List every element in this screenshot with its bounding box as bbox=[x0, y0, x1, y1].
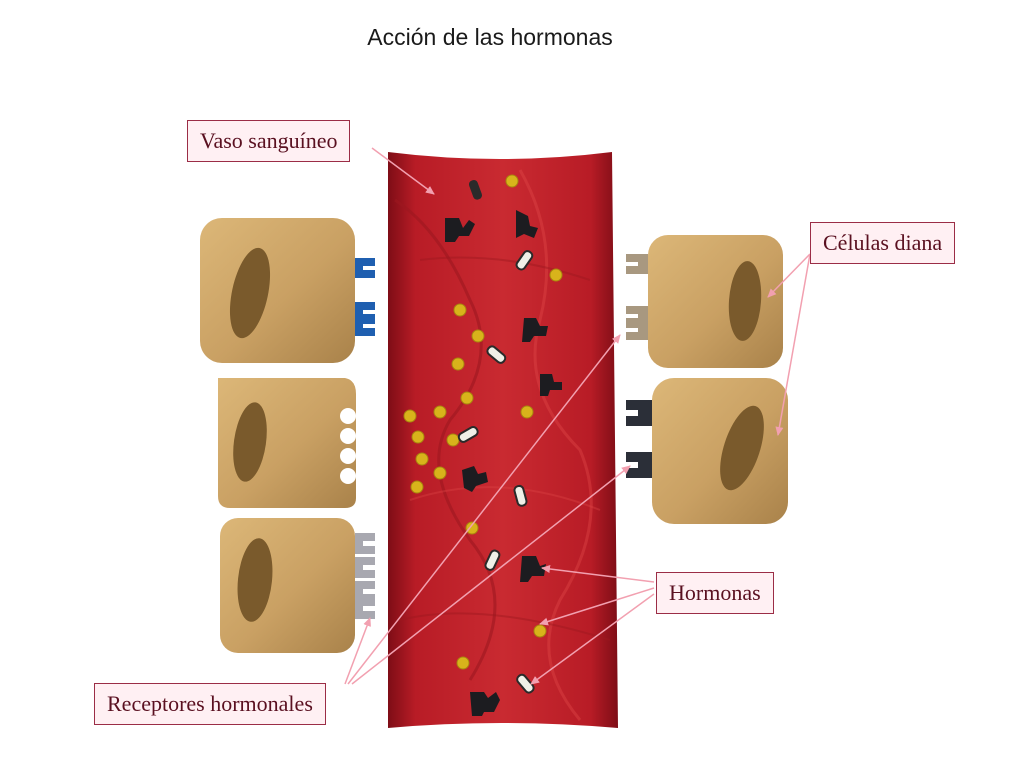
receptor-arrow-1 bbox=[344, 617, 371, 685]
annotation-arrows bbox=[344, 147, 811, 685]
hormone-arrow-2 bbox=[539, 587, 655, 626]
blood-vessel bbox=[388, 152, 618, 728]
receptors-grey bbox=[355, 533, 375, 619]
vessel-arrow bbox=[371, 147, 435, 195]
target-cell-arrow-1 bbox=[767, 253, 811, 298]
page-title: Acción de las hormonas bbox=[367, 24, 613, 50]
receptor-arrow-3 bbox=[351, 465, 631, 685]
label-celulas-diana: Células diana bbox=[810, 222, 956, 264]
receptor-slot bbox=[340, 468, 356, 484]
target-cell-right-1 bbox=[648, 235, 783, 368]
target-cell-arrow-2 bbox=[775, 253, 811, 436]
target-cell-right-2 bbox=[652, 378, 788, 524]
label-hormonas: Hormonas bbox=[656, 572, 774, 614]
target-cell-left-3 bbox=[220, 518, 355, 653]
nucleus bbox=[720, 405, 764, 491]
hormones-dark bbox=[445, 210, 562, 716]
receptors-tan bbox=[626, 254, 648, 340]
label-vaso-sanguineo: Vaso sanguíneo bbox=[187, 120, 351, 162]
hormone-arrow-1 bbox=[541, 565, 655, 583]
receptor-slot bbox=[340, 408, 356, 424]
nucleus bbox=[237, 538, 273, 622]
receptor-slot bbox=[340, 428, 356, 444]
hormones-capsule bbox=[457, 180, 535, 694]
receptor-slot bbox=[340, 448, 356, 464]
label-receptores-hormonales: Receptores hormonales bbox=[94, 683, 326, 725]
receptors-dark bbox=[626, 400, 652, 478]
receptors-blue bbox=[355, 258, 375, 336]
receptor-arrow-2 bbox=[347, 334, 621, 685]
target-cell-left-1 bbox=[200, 218, 355, 363]
nucleus bbox=[229, 247, 271, 339]
hormones-yellow bbox=[403, 174, 563, 670]
nucleus bbox=[728, 261, 762, 341]
target-cell-left-2 bbox=[218, 378, 356, 508]
hormone-arrow-3 bbox=[530, 593, 655, 685]
nucleus bbox=[233, 402, 267, 482]
